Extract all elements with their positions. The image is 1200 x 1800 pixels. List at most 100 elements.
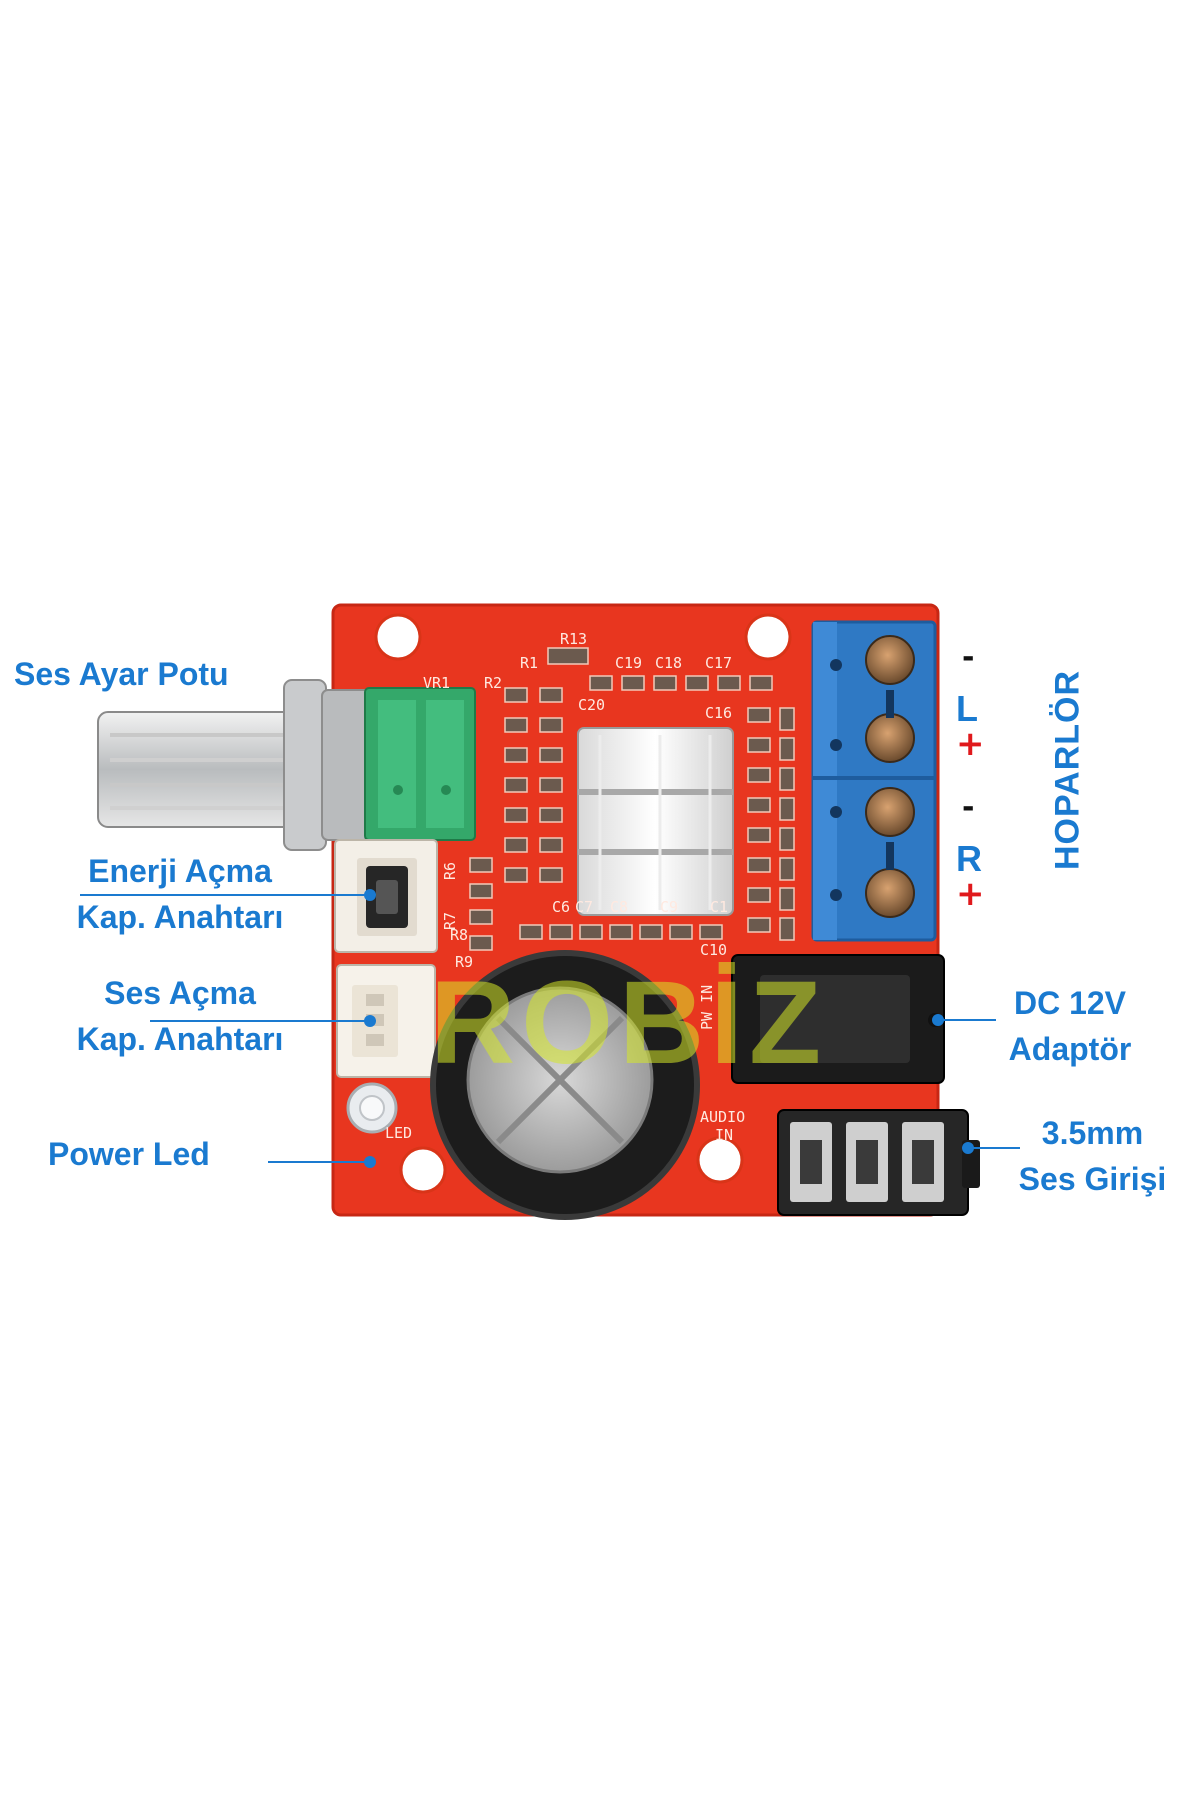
silk-c16: C16: [705, 704, 732, 722]
smd-pad: [539, 717, 563, 733]
smd-pad: [469, 857, 493, 873]
silk-c19: C19: [615, 654, 642, 672]
smd-pad: [589, 675, 613, 691]
left-minus-sign: -: [962, 640, 975, 675]
smd-pad: [749, 675, 773, 691]
smd-pad: [547, 647, 589, 665]
smd-pad: [504, 837, 528, 853]
silk-r7: R7: [441, 912, 459, 930]
label-dc-input: DC 12V Adaptör: [985, 980, 1155, 1073]
smd-pad: [504, 867, 528, 883]
right-channel-label: R: [956, 838, 982, 879]
label-power-switch-line2: Kap. Anahtarı: [76, 899, 284, 936]
smd-pad: [747, 707, 771, 723]
smd-pad: [504, 717, 528, 733]
smd-pad: [685, 675, 709, 691]
smd-pad: [653, 675, 677, 691]
smd-pad: [469, 909, 493, 925]
leader-dot-power-switch: [364, 889, 376, 901]
smd-pad: [469, 883, 493, 899]
smd-pad: [539, 867, 563, 883]
label-audio-input: 3.5mm Ses Girişi: [1000, 1110, 1185, 1203]
audio-jack: [777, 1109, 980, 1216]
silk-c17: C17: [705, 654, 732, 672]
right-minus-sign: -: [962, 790, 975, 825]
silk-audio-in: IN: [715, 1126, 733, 1144]
left-plus-sign: +: [956, 724, 985, 764]
silk-c6: C6: [552, 898, 570, 916]
right-plus-sign: +: [956, 874, 985, 914]
silk-r6: R6: [441, 862, 459, 880]
silk-c10: C10: [700, 941, 727, 959]
smd-pad: [747, 767, 771, 783]
power-led: [346, 1082, 398, 1134]
silk-vr1: VR1: [423, 674, 450, 692]
smd-pad: [549, 924, 573, 940]
smd-pad: [639, 924, 663, 940]
smd-pad: [699, 924, 723, 940]
smd-pad: [609, 924, 633, 940]
left-channel-label: L: [956, 688, 978, 729]
smd-components: [444, 647, 795, 951]
smd-pad: [747, 737, 771, 753]
smd-pad: [669, 924, 693, 940]
silk-r9: R9: [455, 953, 473, 971]
label-power-led: Power Led: [48, 1136, 210, 1172]
silk-r2: R2: [484, 674, 502, 692]
smd-pad: [779, 737, 795, 761]
smd-pad: [747, 797, 771, 813]
silk-c1: C1: [710, 898, 728, 916]
silk-led: LED: [385, 1124, 412, 1142]
smd-pad: [779, 827, 795, 851]
silk-r8: R8: [450, 926, 468, 944]
terminal-block: [811, 620, 937, 942]
smd-pad: [519, 924, 543, 940]
smd-pad: [621, 675, 645, 691]
label-dc-input-line1: DC 12V: [1013, 985, 1127, 1021]
silk-r13: R13: [560, 630, 587, 648]
silk-c18: C18: [655, 654, 682, 672]
label-audio-input-line1: 3.5mm: [1041, 1115, 1144, 1151]
watermark: ROBİZ: [430, 957, 828, 1089]
smd-pad: [539, 807, 563, 823]
smd-pad: [779, 887, 795, 911]
silk-c9: C9: [660, 898, 678, 916]
smd-pad: [779, 917, 795, 941]
smd-pad: [539, 687, 563, 703]
label-audio-input-line2: Ses Girişi: [1018, 1161, 1167, 1198]
smd-pad: [539, 777, 563, 793]
smd-pad: [779, 707, 795, 731]
smd-pad: [747, 827, 771, 843]
smd-pad: [579, 924, 603, 940]
label-power-switch-line1: Enerji Açma: [88, 853, 272, 889]
smd-pad: [469, 935, 493, 951]
label-dc-input-line2: Adaptör: [1008, 1031, 1132, 1068]
leader-dot-audio-input: [962, 1142, 974, 1154]
electrolytic-capacitor: [430, 950, 700, 1220]
silk-audio: AUDIO: [700, 1108, 745, 1126]
potentiometer: [97, 679, 476, 851]
smd-pad: [779, 797, 795, 821]
smd-pad: [539, 837, 563, 853]
smd-pad: [504, 747, 528, 763]
smd-pad: [504, 807, 528, 823]
dc-jack: [731, 954, 945, 1084]
label-audio-switch: Ses Açma Kap. Anahtarı: [40, 970, 320, 1063]
leader-dot-audio-switch: [364, 1015, 376, 1027]
leader-dot-dc-input: [932, 1014, 944, 1026]
smd-pad: [747, 917, 771, 933]
label-audio-switch-line1: Ses Açma: [104, 975, 256, 1011]
smd-pad: [717, 675, 741, 691]
label-pot: Ses Ayar Potu: [14, 656, 229, 692]
smd-pad: [747, 857, 771, 873]
heat-sink: [577, 727, 734, 916]
label-audio-switch-line2: Kap. Anahtarı: [76, 1021, 284, 1058]
smd-pad: [539, 747, 563, 763]
smd-pad: [504, 777, 528, 793]
silk-pw-in: PW IN: [698, 985, 716, 1030]
power-switch: [334, 839, 438, 953]
smd-pad: [504, 687, 528, 703]
leader-dot-power-led: [364, 1156, 376, 1168]
smd-pad: [747, 887, 771, 903]
